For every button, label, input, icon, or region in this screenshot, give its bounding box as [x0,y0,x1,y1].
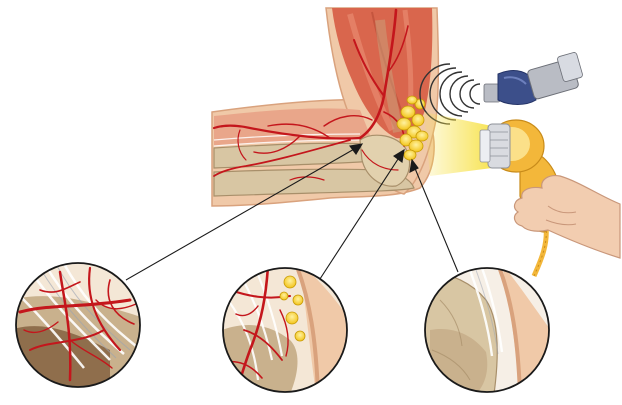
detail-circle-deposits [222,267,348,393]
pointer-lines [125,143,459,283]
shockwave-probe [419,52,583,125]
operator-hand [513,175,621,259]
elbow-cross-section [211,7,440,207]
detail-calcium-deposits [279,275,306,342]
detail-circle-healed [424,267,550,393]
applicator-cable [531,225,549,277]
energy-beam [424,112,492,176]
calcium-deposits [396,95,429,161]
detail-circle-vessels [15,262,141,388]
elbow-joint [359,134,411,187]
forearm-bone-lower [213,168,415,197]
